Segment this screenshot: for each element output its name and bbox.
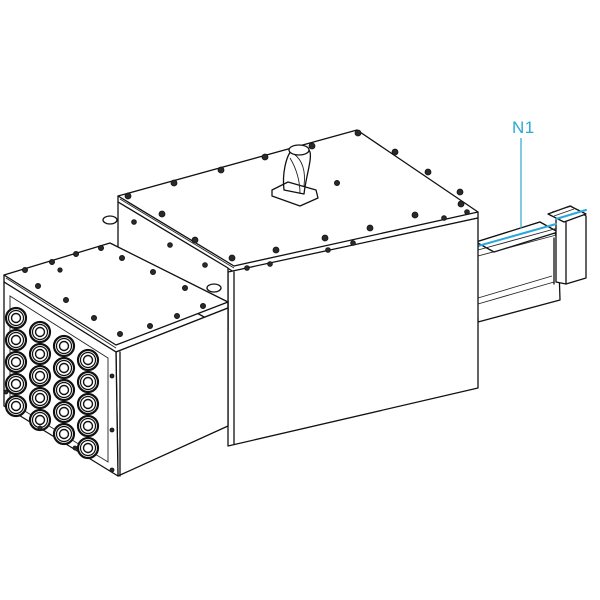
cable-gland-icon bbox=[52, 356, 76, 380]
callout-label-n1: N1 bbox=[512, 118, 535, 137]
gland-box bbox=[3, 242, 229, 477]
cable-gland-icon bbox=[4, 372, 28, 396]
handle-loop-left bbox=[102, 215, 118, 225]
cable-gland-array bbox=[4, 306, 100, 460]
gland-box-top-bolts bbox=[21, 244, 206, 337]
cable-gland-icon bbox=[4, 328, 28, 352]
cable-gland-icon bbox=[76, 348, 100, 372]
side-bolts bbox=[131, 209, 470, 271]
cable-gland-icon bbox=[28, 386, 52, 410]
cable-gland-icon bbox=[76, 392, 100, 416]
cable-gland-icon bbox=[4, 306, 28, 330]
cable-gland-icon bbox=[76, 436, 100, 460]
gland-plate-screws bbox=[3, 373, 115, 473]
lifting-eye-icon bbox=[271, 144, 319, 207]
cable-gland-icon bbox=[4, 350, 28, 374]
n1-conductor-highlight bbox=[477, 138, 587, 247]
cable-gland-icon bbox=[4, 394, 28, 418]
cable-gland-icon bbox=[52, 400, 76, 424]
cable-gland-icon bbox=[52, 334, 76, 358]
cable-gland-icon bbox=[28, 408, 52, 432]
lid-bolts bbox=[124, 129, 465, 262]
cable-gland-icon bbox=[76, 370, 100, 394]
cable-gland-icon bbox=[52, 378, 76, 402]
n1-highlight-line-cap bbox=[555, 209, 587, 220]
cable-gland-icon bbox=[52, 422, 76, 446]
cable-gland-icon bbox=[28, 320, 52, 344]
busbar-connector bbox=[475, 205, 587, 323]
cable-gland-icon bbox=[28, 364, 52, 388]
n1-highlight-line-bar bbox=[477, 223, 557, 247]
cable-gland-icon bbox=[28, 342, 52, 366]
cable-gland-icon bbox=[76, 414, 100, 438]
handle-loop-right bbox=[206, 283, 222, 293]
